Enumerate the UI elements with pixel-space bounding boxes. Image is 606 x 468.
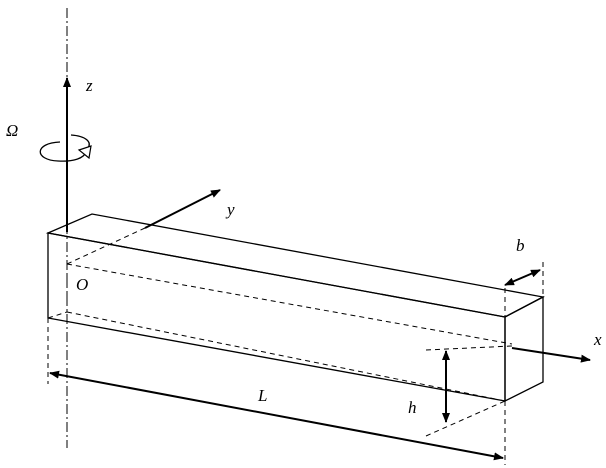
y-axis-arrow bbox=[144, 189, 221, 229]
y-axis-label: y bbox=[225, 200, 235, 219]
z-axis-label: z bbox=[85, 76, 93, 95]
rectangular-beam bbox=[45, 213, 545, 403]
x-axis-arrow bbox=[511, 347, 591, 363]
length-label: L bbox=[257, 386, 267, 405]
origin-label: O bbox=[76, 275, 88, 294]
beam-hidden-edges bbox=[47, 227, 506, 402]
omega-label: Ω bbox=[6, 121, 18, 140]
beam-centerline bbox=[66, 263, 513, 345]
height-label: h bbox=[408, 398, 417, 417]
length-dimension-arrow bbox=[49, 370, 504, 461]
x-axis-label: x bbox=[593, 330, 602, 349]
rotation-omega-icon bbox=[39, 134, 92, 162]
width-label: b bbox=[516, 236, 525, 255]
width-dimension-arrow bbox=[504, 269, 541, 286]
